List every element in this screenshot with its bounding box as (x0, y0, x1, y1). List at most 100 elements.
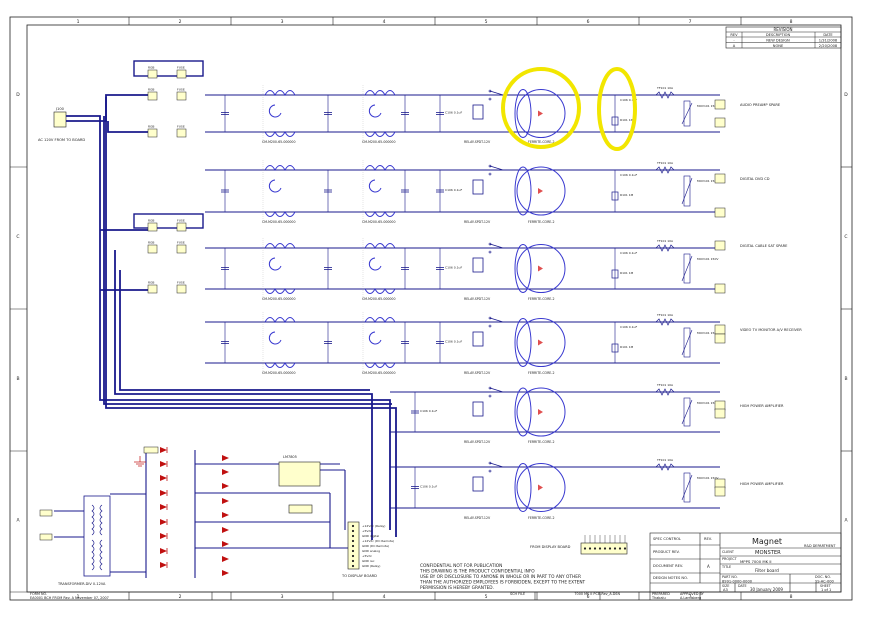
header-pin-label: +12Vdc (DC Remote) (362, 539, 394, 543)
output-label: AUDIO PREAMP SPARE (740, 103, 781, 107)
output-terminal (714, 173, 726, 184)
revision-header-date: DATE (823, 33, 833, 37)
fuse-pad-label: FUSE (177, 66, 185, 70)
mov-slash (681, 329, 693, 356)
output-terminal (714, 478, 726, 489)
thermistor (655, 91, 675, 99)
diode (222, 556, 229, 562)
inductor-coil (264, 165, 296, 172)
border-row-label-right: D (844, 92, 848, 98)
ferrite-label: FERRITE-CORE-2 (528, 220, 554, 224)
relay-label: RELAY-SPDT-12V (464, 516, 491, 520)
relay-coil (472, 476, 484, 492)
relay-contact-node (488, 461, 492, 465)
relay-contact-node (488, 324, 492, 328)
prepared-value: Thabalu (651, 596, 666, 600)
header-pin (351, 539, 355, 543)
ferrite-core-ring (516, 387, 566, 437)
output-terminal (714, 408, 726, 419)
revision-row-1-date: 1/31/2008 (819, 39, 838, 43)
ac-input-label: AC 120V FROM TO BOARD (38, 138, 85, 142)
header-pin (351, 544, 355, 548)
mov-varistor (683, 397, 691, 427)
header-pin (351, 559, 355, 563)
from-display-label: FROM DISPLAY BOARD (530, 545, 571, 549)
mov-label: MOV101 150V (697, 401, 719, 405)
inductor-coil (264, 243, 296, 250)
mov-varistor (683, 175, 691, 207)
ground-symbol (134, 456, 146, 467)
ferrite-core-ring (516, 244, 566, 293)
inductor-coil (364, 361, 396, 368)
department: R&D DEPARTMENT (804, 544, 836, 548)
header-pin (351, 534, 355, 538)
relay-contact-node (488, 164, 492, 168)
header-pin-label: GND (Relay) (362, 564, 380, 568)
output-terminal (714, 240, 726, 251)
fuse-pad-label: FUSE (177, 281, 185, 285)
fuse-pad (147, 69, 158, 79)
approved-value: A.Landsberg (680, 596, 701, 600)
ferrite-label: FERRITE-CORE-2 (528, 440, 554, 444)
border-row-label-left: B (16, 376, 19, 382)
header-pin (351, 554, 355, 558)
inductor-coil (264, 210, 296, 217)
thermistor-label: TF101 10A (656, 313, 674, 317)
mov-varistor (683, 472, 691, 503)
from-display-pins (583, 535, 627, 550)
relay-contact (489, 165, 504, 171)
snubber-resistor-label: R101 1M (620, 345, 634, 349)
fuse-pad-label: RGB (148, 219, 154, 223)
mov-slash (681, 399, 693, 425)
inductor-coil (264, 130, 296, 137)
company-name: Magnet (752, 537, 782, 546)
output-terminal (714, 324, 726, 335)
inductor-coil (264, 317, 296, 324)
ferrite-label: FERRITE-CORE-2 (528, 371, 554, 375)
ferrite-core-ring (516, 89, 566, 138)
inductor-coil (364, 317, 396, 324)
border-col-label-top: 6 (587, 19, 590, 25)
part-no-value: 8991-0000-0000 (722, 580, 753, 584)
header-pin (351, 564, 355, 568)
sheet-value: 1 of 1 (821, 588, 831, 592)
from-display-pin (623, 547, 627, 550)
output-label: VIDEO TV MONITOR A/V RECEIVER (740, 328, 802, 332)
regulator-label: LM7805 (283, 455, 297, 459)
from-display-pin (588, 547, 592, 550)
snubber-resistor (611, 269, 619, 279)
snubber-resistor-label: R101 1M (620, 271, 634, 275)
revision-row-2-description: NONE (773, 44, 784, 48)
fuse-pad-label: FUSE (177, 241, 185, 245)
doc-no-label: DOC. NO. (815, 575, 831, 579)
capacitor-label: C106 0.1uF (420, 409, 437, 413)
relay-label: RELAY-SPDT-12V (464, 440, 491, 444)
snubber-resistor-label: R101 1M (620, 118, 634, 122)
form-value: EA0001 BCH FROM Rev. A November 07, 2007 (30, 596, 109, 600)
approved-label: APPROVED BY (680, 592, 705, 596)
relay-contact (489, 387, 504, 393)
thermistor-label: TF101 10A (656, 239, 674, 243)
diode (160, 533, 167, 539)
size-label: SIZE (722, 584, 729, 588)
fuse-pad-label: FUSE (177, 88, 185, 92)
diode (160, 490, 167, 496)
relay-contact (489, 90, 504, 96)
project-value: MPPS 7000 MK II (740, 559, 772, 564)
mov-label: MOV101 150V (697, 476, 719, 480)
highlight-annotations (501, 67, 637, 151)
revision-title: REVISION (773, 27, 792, 32)
notice-line-1: CONFIDENTIAL NOT FOR PUBLICATION (420, 563, 502, 569)
border-col-label-bottom: 8 (790, 594, 793, 600)
project-label: PROJECT (722, 557, 738, 561)
border-row-label-right: C (844, 234, 847, 240)
ferrite-marker (538, 409, 543, 415)
ferrite-core-face (514, 387, 532, 437)
inductor-coil (364, 210, 396, 217)
sch-file-label: SCH FILE (510, 592, 525, 596)
fuse-pad (176, 244, 187, 254)
header-pin (351, 549, 355, 553)
inductor-label: CM-M200-65-000000 (262, 297, 295, 301)
title-label: TITLE (721, 565, 731, 569)
